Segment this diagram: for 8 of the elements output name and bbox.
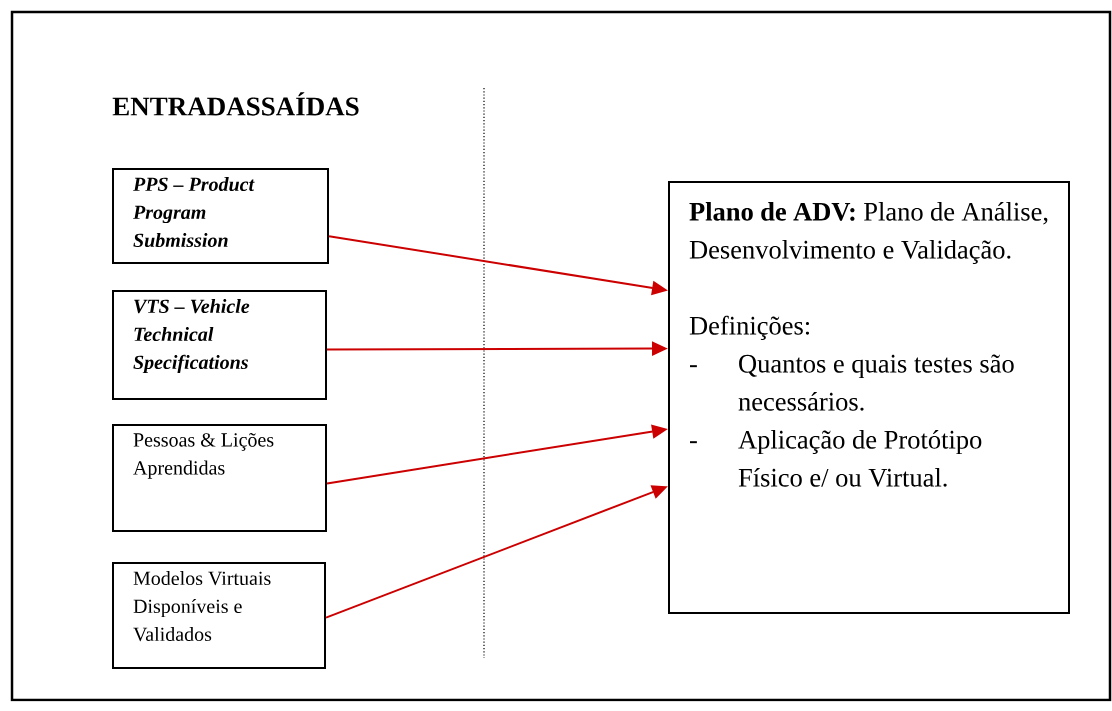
bullet-dash: -	[690, 441, 697, 444]
bullet-dash: -	[690, 365, 697, 368]
input-box: Modelos Virtuais Disponíveis e Validados	[112, 562, 326, 669]
plan-box: Plano de ADV: Plano de Análise, Desenvolvimento e Validação. Definições: - Quantos e quais testes são necessários. - Aplicação de Protótipo Físico e/ ou Virtual.	[668, 181, 1070, 614]
heading: ENTRADASSAÍDAS	[112, 92, 359, 116]
input-box: Pessoas & Lições Aprendidas	[112, 424, 327, 532]
input-box: PPS – Product Program Submission	[112, 168, 329, 264]
input-box: VTS – Vehicle Technical Specifications	[112, 290, 327, 400]
